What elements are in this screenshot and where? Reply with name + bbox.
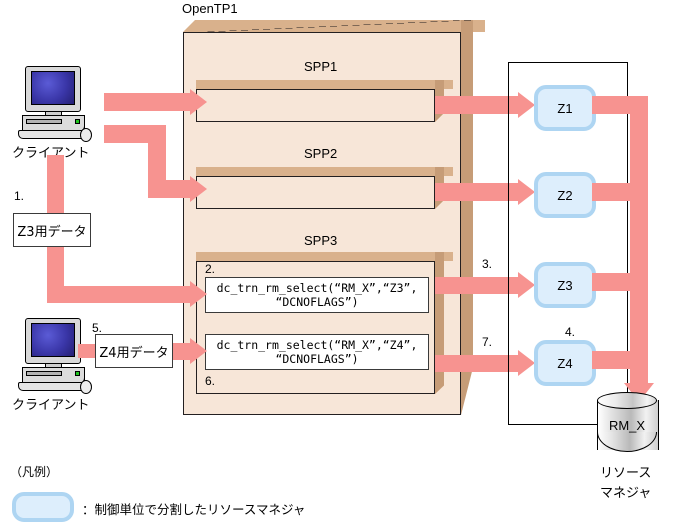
legend-title: （凡例） — [10, 465, 59, 479]
spp3-label: SPP3 — [304, 233, 338, 248]
resource-unit-z4: Z4 — [534, 340, 596, 386]
resource-unit-z2: Z2 — [534, 172, 596, 218]
arrow-databox-to-spp3-head — [190, 338, 207, 364]
code-box-z3: dc_trn_rm_select(“RM_X”,“Z3”, “DCNOFLAGS… — [205, 277, 429, 313]
database-caption-line2: マネジャ — [600, 486, 652, 501]
code-box-z3-line1: dc_trn_rm_select(“RM_X”,“Z3”, — [216, 280, 418, 295]
arrow-databox-to-spp3-shaft — [173, 343, 192, 360]
arrow-client1-to-spp1-shaft — [104, 93, 190, 111]
resource-manager-frame — [508, 62, 628, 425]
spp2-label: SPP2 — [304, 146, 338, 161]
step-marker-4: 4. — [565, 325, 576, 339]
code-box-z4-line2: “DCNOFLAGS”) — [275, 352, 359, 366]
arrow-spp2-to-z2-head — [518, 179, 535, 205]
arrow-spp1-to-z1-shaft — [435, 96, 521, 114]
resource-unit-z3: Z3 — [534, 262, 596, 308]
resource-unit-z4-label: Z4 — [557, 355, 573, 371]
bus-vertical — [630, 96, 648, 384]
arrow-client1-to-spp2-head — [190, 176, 207, 202]
arrow-client1-to-spp2-shaft-v — [148, 125, 166, 187]
spp1-slab-face — [196, 89, 435, 122]
step-marker-1: 1. — [14, 189, 25, 203]
step-marker-6: 6. — [205, 374, 216, 388]
opentp1-title: OpenTP1 — [182, 1, 238, 16]
spp3-slab-top — [196, 252, 453, 261]
data-box-z3-text: Z3用データ — [17, 224, 87, 240]
arrow-client1-to-spp1-head — [190, 89, 207, 115]
spp3-slab-side — [435, 252, 444, 394]
step-marker-5: 5. — [92, 321, 103, 335]
legend-description: ：制御単位で分割したリソースマネジャ — [82, 502, 306, 517]
resource-unit-z1-label: Z1 — [557, 100, 573, 116]
spp2-slab-top — [196, 167, 453, 176]
client-label-1: クライアント — [12, 146, 90, 161]
step-marker-7: 7. — [482, 335, 493, 349]
arrow-client1-to-spp2-shaft-h2 — [148, 180, 190, 198]
code-box-z4-line1: dc_trn_rm_select(“RM_X”,“Z4”, — [216, 337, 418, 352]
arrow-spp3-to-z3-shaft — [435, 277, 521, 294]
client-computer-icon-1 — [18, 66, 98, 142]
arrow-spp1-to-z1-head — [518, 92, 535, 118]
database-rmx-label: RM_X — [608, 418, 646, 433]
spp2-slab-face — [196, 176, 435, 209]
code-box-z4: dc_trn_rm_select(“RM_X”,“Z4”, “DCNOFLAGS… — [205, 334, 429, 370]
step-marker-3: 3. — [482, 257, 493, 271]
arrow-spp3-to-z3-head — [518, 272, 535, 298]
resource-unit-z1: Z1 — [534, 85, 596, 131]
client-computer-icon-2 — [18, 318, 98, 394]
resource-unit-z3-label: Z3 — [557, 277, 573, 293]
arrow-spp2-to-z2-shaft — [435, 183, 521, 201]
spp1-label: SPP1 — [304, 59, 338, 74]
database-caption-line1: リソース — [600, 466, 652, 481]
spp1-slab-top — [196, 80, 453, 89]
arrow-spp3-to-z4-shaft — [435, 355, 521, 372]
arrow-spp3-to-z4-head — [518, 350, 535, 376]
step-marker-2: 2. — [205, 262, 216, 276]
data-box-z4: Z4用データ — [95, 334, 173, 368]
arrow-step1-shaft-h — [47, 286, 190, 303]
resource-unit-z2-label: Z2 — [557, 187, 573, 203]
data-box-z3: Z3用データ — [13, 213, 91, 247]
client-label-2: クライアント — [12, 398, 90, 413]
legend-zone-chip — [12, 492, 74, 522]
opentp1-top-outline — [183, 20, 473, 33]
code-box-z3-line2: “DCNOFLAGS”) — [275, 295, 359, 309]
data-box-z4-text: Z4用データ — [99, 345, 169, 361]
arrow-step1-head — [190, 281, 207, 307]
opentp1-side-face — [461, 20, 473, 415]
